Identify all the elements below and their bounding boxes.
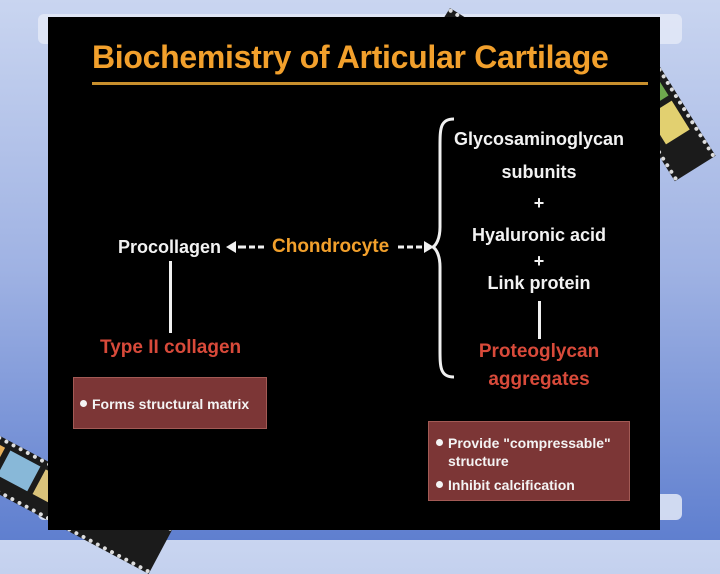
proteoglycan-label-line1: Proteoglycan (446, 341, 632, 363)
procollagen-label: Procollagen (118, 237, 221, 258)
plus-sign-2: + (446, 251, 632, 272)
hyaluronic-acid-label: Hyaluronic acid (446, 225, 632, 246)
proteoglycan-label-line2: aggregates (446, 369, 632, 391)
curly-brace-icon (432, 117, 456, 379)
proteoglycan-connector (538, 301, 541, 339)
function-item-calcification: Inhibit calcification (436, 476, 575, 494)
plus-sign-1: + (446, 193, 632, 214)
arrow-to-procollagen (226, 239, 270, 255)
bullet-icon (80, 400, 87, 407)
proteoglycan-function-box: Provide "compressable" structure Inhibit… (428, 421, 630, 501)
function-item-compressable: Provide "compressable" structure (436, 434, 611, 470)
gag-label-line2: subunits (446, 162, 632, 183)
link-protein-label: Link protein (446, 273, 632, 294)
chondrocyte-label: Chondrocyte (272, 236, 389, 258)
bullet-icon (436, 481, 443, 488)
slide-title: Biochemistry of Articular Cartilage (92, 39, 608, 76)
gag-label-line1: Glycosaminoglycan (446, 129, 632, 150)
slide-image: Biochemistry of Articular Cartilage Proc… (48, 17, 660, 530)
structural-matrix-item: Forms structural matrix (80, 395, 249, 413)
bullet-icon (436, 439, 443, 446)
title-underline (92, 82, 648, 85)
type-ii-collagen-label: Type II collagen (100, 337, 241, 359)
structural-matrix-box: Forms structural matrix (73, 377, 267, 429)
procollagen-connector (169, 261, 172, 333)
